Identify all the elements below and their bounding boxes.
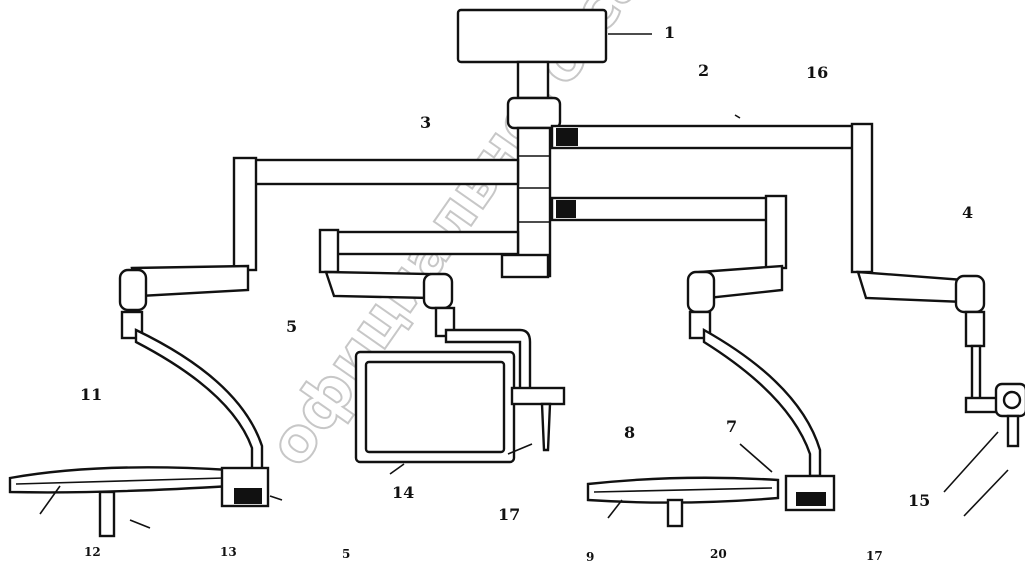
mount-stem — [516, 60, 550, 100]
monitor-handle — [540, 402, 552, 452]
camera-handle — [1006, 414, 1020, 448]
left-short-pillar — [318, 228, 340, 274]
lamp-head-left — [8, 466, 232, 494]
label-16: 16 — [806, 63, 828, 82]
top-collar — [506, 96, 562, 130]
label-17a: 17 — [498, 505, 520, 524]
left-long-pillar — [232, 156, 258, 272]
label-11: 11 — [80, 385, 102, 404]
spring-arm-monitor — [324, 270, 432, 300]
arm-right-mid — [550, 196, 778, 222]
label-3: 3 — [420, 113, 431, 132]
central-axle — [516, 126, 552, 278]
label-7: 7 — [726, 417, 737, 436]
ceiling-mount — [456, 8, 608, 64]
label-2: 2 — [698, 61, 709, 80]
monitor-screen — [364, 360, 506, 454]
label-1: 1 — [664, 23, 675, 42]
label-17b: 17 — [866, 549, 883, 563]
label-4: 4 — [962, 203, 973, 222]
label-12: 12 — [84, 545, 101, 559]
lamp-handle-right — [666, 498, 684, 528]
label-5b: 5 — [342, 547, 350, 561]
label-9: 9 — [586, 550, 594, 564]
monitor-yoke — [444, 328, 532, 394]
lamp-yoke-left — [134, 328, 264, 472]
label-20: 20 — [710, 547, 727, 561]
label-15: 15 — [908, 491, 930, 510]
spring-arm-far-right — [856, 270, 966, 304]
lamp-handle-left — [98, 490, 116, 538]
axle-base — [500, 253, 550, 279]
label-8: 8 — [624, 423, 635, 442]
right-long-pillar — [850, 122, 874, 274]
label-14: 14 — [392, 483, 414, 502]
label-13: 13 — [220, 545, 237, 559]
right-mid-pillar — [764, 194, 788, 270]
label-5: 5 — [286, 317, 297, 336]
arm-right-long — [550, 124, 864, 150]
arm-left-short — [334, 230, 520, 256]
lamp-yoke-right — [702, 327, 822, 478]
arm-left-long — [250, 158, 520, 186]
spring-arm-left — [130, 264, 250, 298]
